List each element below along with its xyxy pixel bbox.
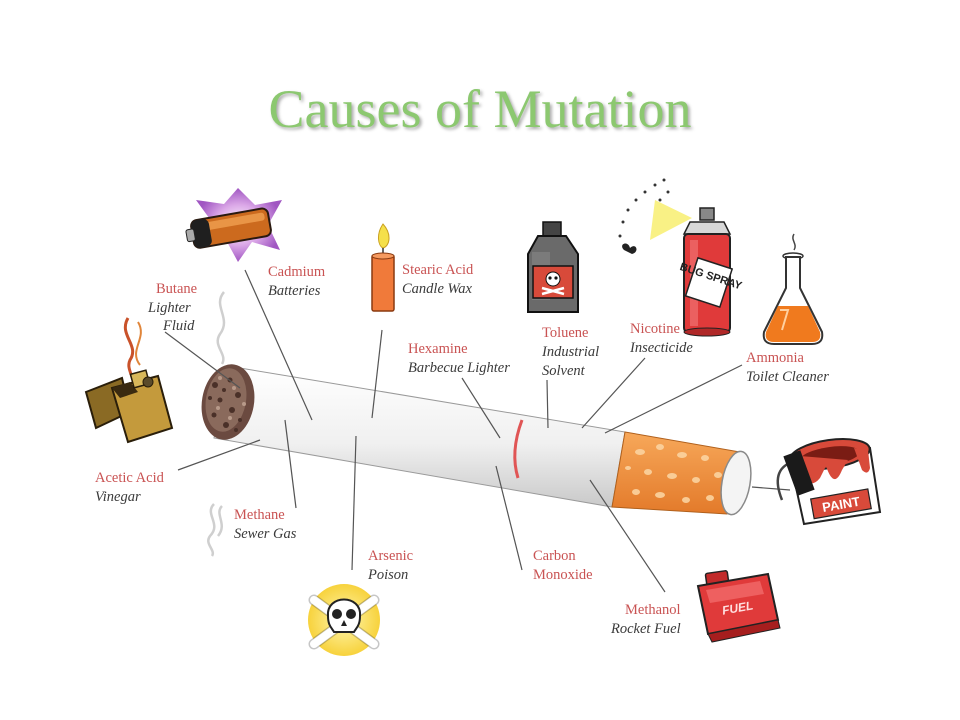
label-methane-source: Sewer Gas — [234, 526, 297, 542]
label-toluene-source-2: Solvent — [542, 363, 586, 379]
leader-stearic — [371, 329, 383, 419]
label-nicotine: Nicotine — [630, 321, 680, 337]
paint-text: PAINT — [821, 494, 861, 515]
leader-hexamine — [461, 377, 501, 439]
label-ammonia: Ammonia — [746, 350, 805, 366]
label-carbon-2: Monoxide — [533, 567, 593, 583]
label-arsenic: Arsenic — [368, 548, 413, 564]
label-methanol: Methanol — [625, 602, 681, 618]
leader-cadmium — [244, 269, 313, 421]
label-acetic-source: Vinegar — [95, 489, 141, 505]
leader-butane — [164, 331, 241, 389]
label-cadmium-source: Batteries — [268, 283, 321, 299]
battery-icon — [185, 188, 282, 262]
cigarette — [201, 364, 752, 516]
cigarette-paper — [213, 365, 626, 508]
gas-wisp-icon — [207, 291, 226, 557]
label-ammonia-source: Toilet Cleaner — [746, 369, 829, 385]
label-stearic-source: Candle Wax — [402, 281, 473, 297]
label-toluene-source-1: Industrial — [541, 344, 599, 360]
fuel-can-icon: FUEL — [696, 570, 781, 643]
bug-spray-can-icon: BUG SPRAY — [618, 178, 744, 337]
filter-end — [720, 450, 752, 516]
label-cadmium: Cadmium — [268, 264, 326, 280]
label-methane: Methane — [234, 507, 285, 523]
label-nicotine-source: Insecticide — [629, 340, 693, 356]
cigarette-ash — [201, 364, 255, 440]
cigarette-ring — [513, 419, 524, 479]
label-toluene: Toluene — [542, 325, 589, 341]
label-acetic: Acetic Acid — [95, 470, 165, 486]
filter-speckles — [625, 444, 727, 503]
paint-can-icon: PAINT — [776, 438, 882, 526]
label-arsenic-source: Poison — [367, 567, 408, 583]
leader-acetic — [177, 439, 261, 471]
label-carbon-1: Carbon — [533, 548, 576, 564]
label-methanol-source: Rocket Fuel — [610, 621, 681, 637]
candle-icon — [371, 223, 395, 312]
fuel-text: FUEL — [721, 598, 754, 617]
leader-ammonia — [604, 364, 743, 434]
lighter-icon — [84, 317, 174, 444]
label-butane-source-2: Fluid — [162, 318, 195, 334]
leader-methanol — [589, 479, 666, 593]
leader-lines — [164, 269, 791, 593]
label-hexamine: Hexamine — [408, 341, 468, 357]
label-hexamine-source: Barbecue Lighter — [408, 360, 510, 376]
skull-crossbones-icon — [308, 584, 380, 656]
labels: Butane Lighter Fluid Cadmium Batteries S… — [95, 262, 829, 637]
leader-methane — [284, 419, 297, 509]
label-stearic: Stearic Acid — [402, 262, 474, 278]
leader-nicotine — [581, 357, 646, 429]
leader-carbon — [495, 465, 523, 571]
label-butane: Butane — [156, 281, 197, 297]
leader-toluene — [546, 379, 549, 429]
label-butane-source-1: Lighter — [147, 300, 191, 316]
page-title: Causes of Mutation — [268, 79, 692, 139]
flask-icon — [762, 233, 824, 345]
leader-paint — [751, 486, 791, 491]
poison-bottle-icon — [527, 221, 579, 313]
leader-arsenic — [351, 435, 357, 571]
